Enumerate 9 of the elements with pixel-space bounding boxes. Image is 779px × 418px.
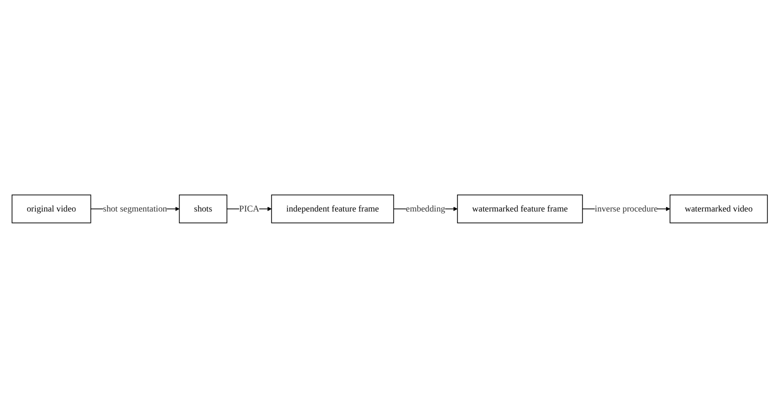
edge-label: PICA (238, 204, 260, 214)
node-box: watermarked feature frame (456, 194, 583, 224)
node-box: shots (178, 194, 228, 224)
node-box: watermarked video (669, 194, 768, 224)
node-box: independent feature frame (271, 194, 394, 224)
node-box: original video (11, 194, 91, 224)
edge-label: embedding (406, 204, 445, 214)
edge-label: inverse procedure (594, 204, 658, 214)
edge-label: shot segmentation (102, 204, 167, 214)
